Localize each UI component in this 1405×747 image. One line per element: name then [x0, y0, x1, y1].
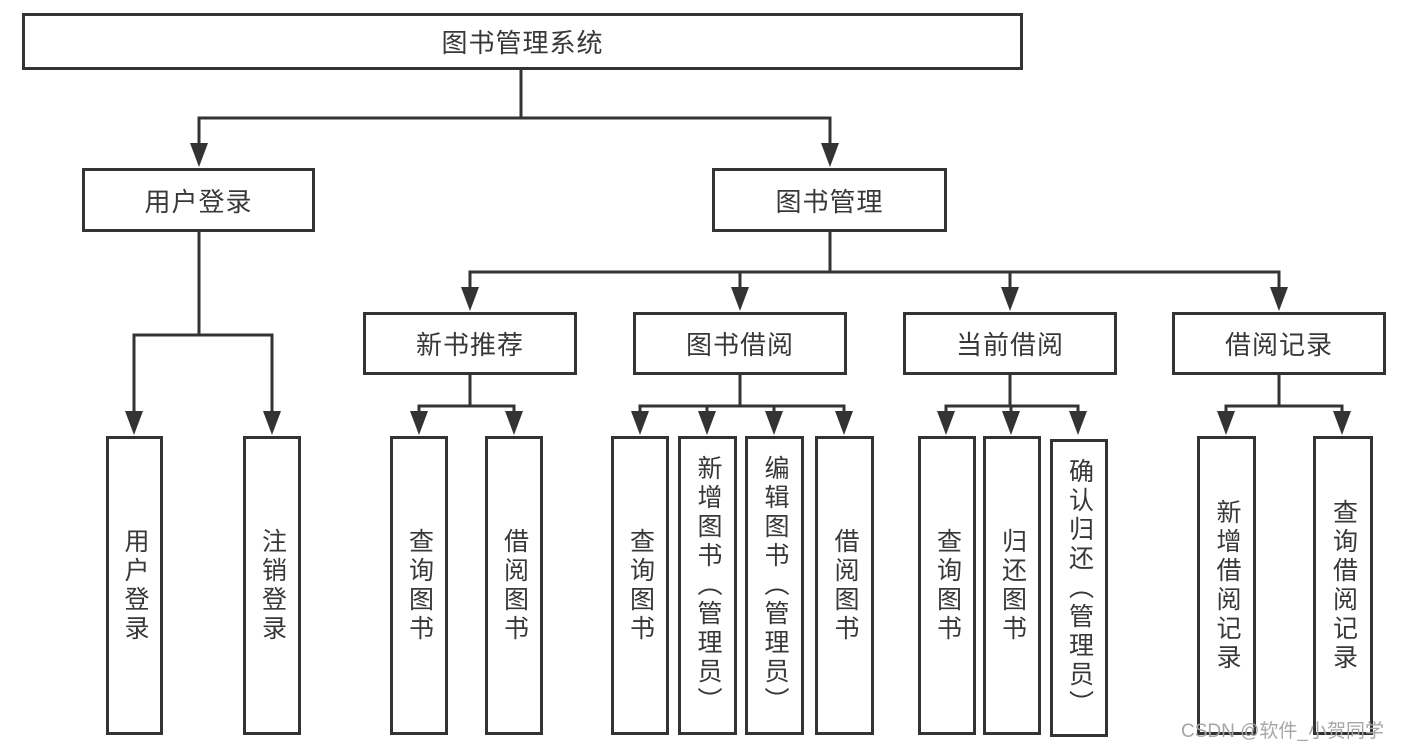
- connector-root-to-branches: [197, 68, 832, 148]
- connector-book-management-to-modules: [468, 230, 1281, 292]
- module-new-book-recommendation-node: 新书推荐: [363, 312, 577, 375]
- connector-borrowing-records-to-leaves: [1224, 373, 1344, 416]
- leaf-confirm-return-admin-node: 确认归还（管理员）: [1050, 439, 1108, 737]
- module-borrowing-records-node: 借阅记录: [1172, 312, 1386, 375]
- leaf-user-login-node: 用户登录: [106, 436, 163, 735]
- connector-current-borrowing-to-leaves: [944, 373, 1080, 416]
- leaf-edit-books-admin-node: 编辑图书（管理员）: [745, 436, 804, 735]
- arrowheads: [125, 143, 1351, 435]
- connector-book-borrowing-to-leaves: [638, 373, 846, 416]
- leaf-return-books-node: 归还图书: [983, 436, 1041, 735]
- leaf-borrow-books-recommend-node: 借阅图书: [485, 436, 543, 735]
- leaf-add-borrow-record-node: 新增借阅记录: [1197, 436, 1256, 735]
- leaf-borrow-books-borrowing-node: 借阅图书: [815, 436, 874, 735]
- leaf-query-books-recommend-node: 查询图书: [390, 436, 448, 735]
- leaf-query-borrow-record-node: 查询借阅记录: [1313, 436, 1373, 735]
- root-node: 图书管理系统: [22, 13, 1023, 70]
- watermark-text: CSDN @软件_小贺同学: [1181, 721, 1384, 742]
- module-book-borrowing-node: 图书借阅: [633, 312, 847, 375]
- leaf-add-books-admin-node: 新增图书（管理员）: [678, 436, 737, 735]
- branch-user-login-node: 用户登录: [82, 168, 315, 232]
- module-current-borrowing-node: 当前借阅: [903, 312, 1117, 375]
- connector-new-book-recommendation-to-leaves: [417, 373, 516, 416]
- branch-book-management-node: 图书管理: [712, 168, 947, 232]
- leaf-query-books-borrowing-node: 查询图书: [611, 436, 669, 735]
- leaf-query-books-current-node: 查询图书: [918, 436, 976, 735]
- connector-user-login-to-leaves: [132, 230, 274, 416]
- leaf-logout-node: 注销登录: [243, 436, 301, 735]
